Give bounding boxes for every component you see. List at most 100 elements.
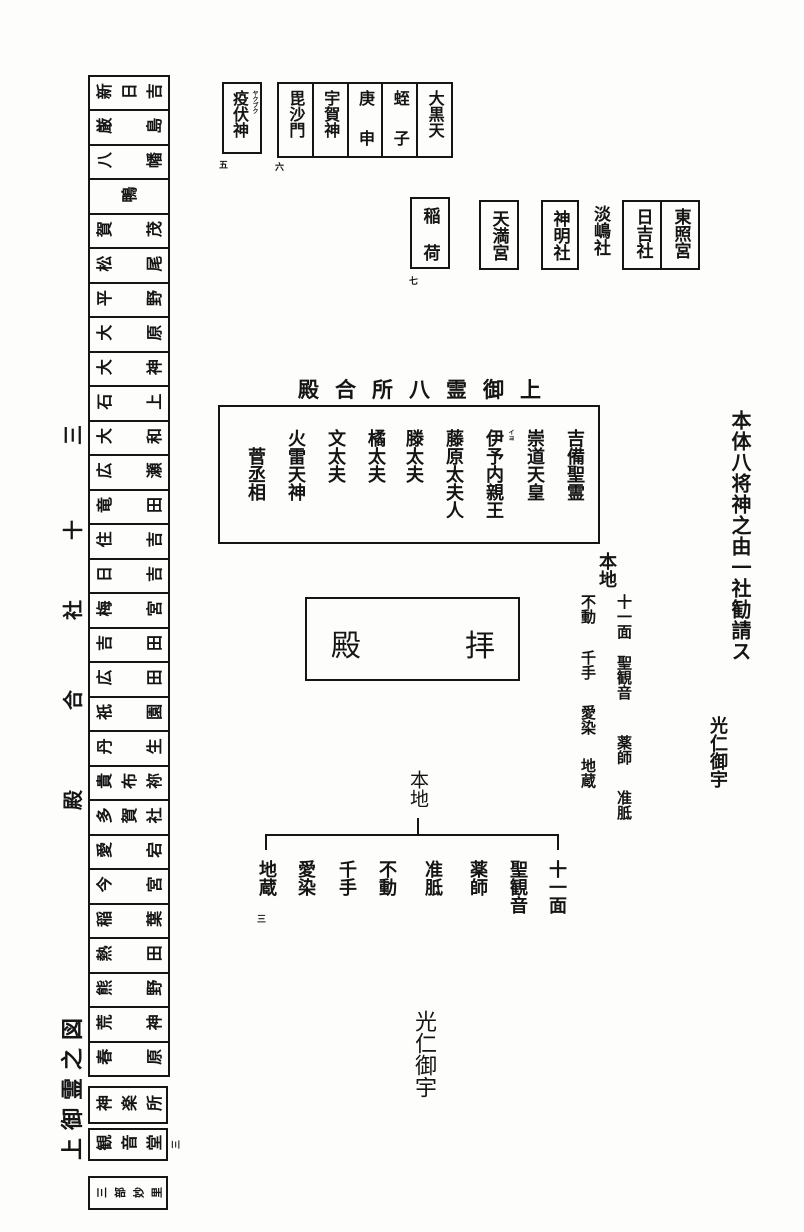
inari-box: 稲荷: [410, 197, 450, 269]
tree-child: 不動: [376, 860, 397, 896]
tree-root: 本地: [407, 770, 429, 808]
right-era: 光仁御宇: [707, 716, 728, 788]
heading-char: 殿: [61, 790, 85, 810]
shrine-box: 賀茂: [90, 214, 168, 250]
shrine-name: 大和: [96, 428, 162, 448]
tree-child: 千手: [336, 860, 357, 896]
shrine-box: 三部妙里: [88, 1176, 168, 1210]
shrine-name: 日吉: [96, 565, 162, 585]
heading-char: 合: [61, 690, 85, 710]
tree-child: 准胝: [422, 860, 443, 896]
shrine-name: 平野: [96, 290, 162, 310]
bottom-era: 光仁御宇: [411, 1010, 436, 1098]
cell: 蛭子: [381, 84, 416, 156]
shrine-box: 広瀬: [90, 456, 168, 491]
deity: 滕太夫: [403, 429, 424, 483]
cell: 毘沙門: [286, 90, 306, 138]
deity: 吉備聖霊: [564, 429, 585, 501]
shrine-box: 愛宕: [90, 835, 168, 871]
shrine-name: 広瀬: [96, 462, 162, 482]
label-six: 六: [275, 163, 285, 173]
deity: 伊予内親王: [483, 429, 504, 519]
shrine-box: 荒神: [90, 1008, 168, 1043]
shrine-box: 日吉: [90, 559, 168, 595]
shrine-name: 厳島: [96, 117, 162, 137]
yakubuku-name: 疫伏神: [230, 90, 249, 138]
shrine-box: 松尾: [90, 249, 168, 284]
shrine-name: 鴨: [121, 186, 137, 206]
yakubuku-ruby: ヤクブク: [251, 90, 258, 114]
shrine-box: 今宮: [90, 870, 168, 905]
shrine-box: 丹生: [90, 732, 168, 767]
shrine-name: 大神: [96, 359, 162, 379]
goryo-heading: 上御霊八所合殿: [298, 377, 557, 402]
shrine-box: 広田: [90, 663, 168, 698]
honji-item: 准胝: [615, 790, 633, 820]
shrine-box: 観音堂: [88, 1128, 168, 1161]
heading-char: 社: [61, 600, 85, 620]
shrine-box: 石上: [90, 387, 168, 422]
tree-bar: [265, 834, 559, 836]
shrine-box: 梅宮: [90, 594, 168, 629]
shrine-name: 丹生: [96, 738, 162, 758]
shrine-box: 住吉: [90, 525, 168, 560]
honji-item: 不動: [579, 594, 597, 624]
shrine-name: 今宮: [96, 876, 162, 896]
honji-item: 薬師: [615, 735, 633, 765]
heading-char: 三: [61, 425, 85, 445]
note-numeral: 三: [172, 1139, 182, 1149]
tree-leg: [265, 834, 267, 850]
shrine-box: 鴨: [90, 180, 168, 215]
shrine-box: 多賀社: [90, 801, 168, 836]
shrine-box: 大和: [90, 421, 168, 457]
tree-child: 聖観音: [507, 860, 528, 914]
tree-child: 愛染: [295, 860, 316, 896]
shrine-name: 広田: [96, 669, 162, 689]
deity-group-six: 毘沙門 宇賀神 庚申 蛭子 大黒天: [277, 82, 453, 158]
cell: 庚申: [346, 84, 382, 156]
shinmei-box: 神明社: [541, 200, 579, 270]
ruby: イヨ: [507, 429, 514, 441]
tree-child: 十一面: [546, 860, 567, 914]
awashima-text: 淡嶋社: [590, 205, 610, 256]
shrine-box: 稲葉: [90, 904, 168, 940]
honji-item: 愛染: [579, 705, 597, 735]
shrine-box: 平野: [90, 283, 168, 319]
shrine-name: 熊野: [96, 979, 162, 999]
shrine-box: 大神: [90, 352, 168, 388]
haiden-char: 殿: [331, 629, 361, 664]
haiden-box: 殿 拝: [305, 597, 520, 681]
shrine-name: 貴布祢: [96, 772, 162, 792]
shrine-name: 住吉: [96, 531, 162, 551]
goryo-shrine-box: 吉備聖霊 崇道天皇 伊予内親王 イヨ 藤原太夫人 滕太夫 橘太夫 文太夫 火雷天…: [218, 405, 600, 544]
shrine-name: 新日吉: [96, 83, 162, 103]
shrine-box: 熊野: [90, 973, 168, 1009]
label-five: 五: [219, 161, 229, 171]
tree-note: 三: [257, 915, 267, 925]
tree-stem: [417, 818, 419, 835]
honji-item: 聖観音: [615, 655, 633, 700]
shrine-box: 神楽所: [88, 1086, 168, 1124]
honji-item: 地蔵: [579, 758, 597, 788]
tree-child: 地蔵: [256, 860, 277, 896]
heading-char: 十: [61, 520, 85, 540]
shrine-box: 祇園: [90, 697, 168, 733]
deity: 文太夫: [325, 429, 346, 483]
shrine-box: 吉田: [90, 628, 168, 664]
shrine-name: 大原: [96, 324, 162, 344]
cell: 大黒天: [416, 84, 451, 156]
honji-item: 十一面: [615, 594, 633, 639]
shrine-name: 荒神: [96, 1014, 162, 1034]
shrine-name: 梅宮: [96, 600, 162, 620]
figure-title: 上御霊之図: [60, 1009, 86, 1160]
shrine-box: 竜田: [90, 490, 168, 526]
shrine-name: 稲葉: [96, 910, 162, 930]
yakubuku-box: 疫伏神 ヤクブク: [222, 82, 262, 154]
tree-leg: [557, 834, 559, 850]
cell: 宇賀神: [311, 84, 347, 156]
shrine-name: 竜田: [96, 497, 162, 517]
shrine-name: 賀茂: [96, 221, 162, 241]
shrine-name: 吉田: [96, 634, 162, 654]
shrine-name: 多賀社: [96, 807, 162, 827]
haiden-char: 拝: [465, 629, 495, 664]
